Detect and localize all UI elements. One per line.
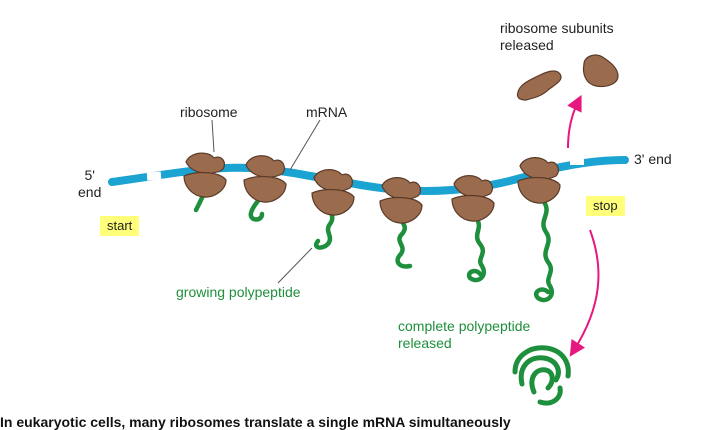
mrna-pointer [289, 119, 321, 171]
ribosome-6 [517, 157, 561, 204]
polypeptide-release-arrow [569, 229, 600, 357]
ribosome-2 [243, 155, 287, 203]
figure-caption: In eukaryotic cells, many ribosomes tran… [0, 414, 511, 430]
start-codon-marker [146, 171, 162, 181]
ribosome-1 [183, 152, 227, 198]
stop-codon-marker [570, 157, 584, 165]
released-large-subunit [582, 54, 619, 88]
growing-polypeptide-pointer [277, 247, 313, 284]
stop-tag: stop [586, 196, 625, 216]
ribosome-label: ribosome [180, 104, 238, 120]
polypeptide-5 [466, 215, 487, 283]
start-tag: start [100, 216, 140, 236]
growing-polypeptide-label: growing polypeptide [176, 284, 301, 300]
ribosome-subunits-label-line1: ribosome subunits [500, 20, 614, 36]
five-prime-label-line2: end [78, 184, 102, 200]
mrna-label: mRNA [306, 104, 348, 120]
ribosome-3 [311, 169, 355, 216]
complete-polypeptide-label: complete polypeptide released [398, 318, 530, 352]
released-polypeptide [512, 345, 571, 406]
complete-polypeptide-label-line1: complete polypeptide [398, 318, 531, 334]
polypeptide-6 [533, 199, 555, 303]
complete-polypeptide-label-line2: released [398, 335, 452, 351]
subunits-release-arrow [567, 94, 582, 149]
ribosome-subunits-label: ribosome subunits released [500, 20, 614, 54]
ribosome-subunits-label-line2: released [500, 37, 554, 53]
ribosome-4 [379, 177, 423, 224]
three-prime-end-label: 3' end [634, 151, 672, 167]
five-prime-label-line1: 5' [84, 167, 95, 183]
ribosome-5 [451, 175, 495, 222]
released-small-subunit [516, 70, 562, 101]
ribosome-pointer [211, 119, 215, 153]
five-prime-end-label: 5' end [78, 167, 101, 201]
